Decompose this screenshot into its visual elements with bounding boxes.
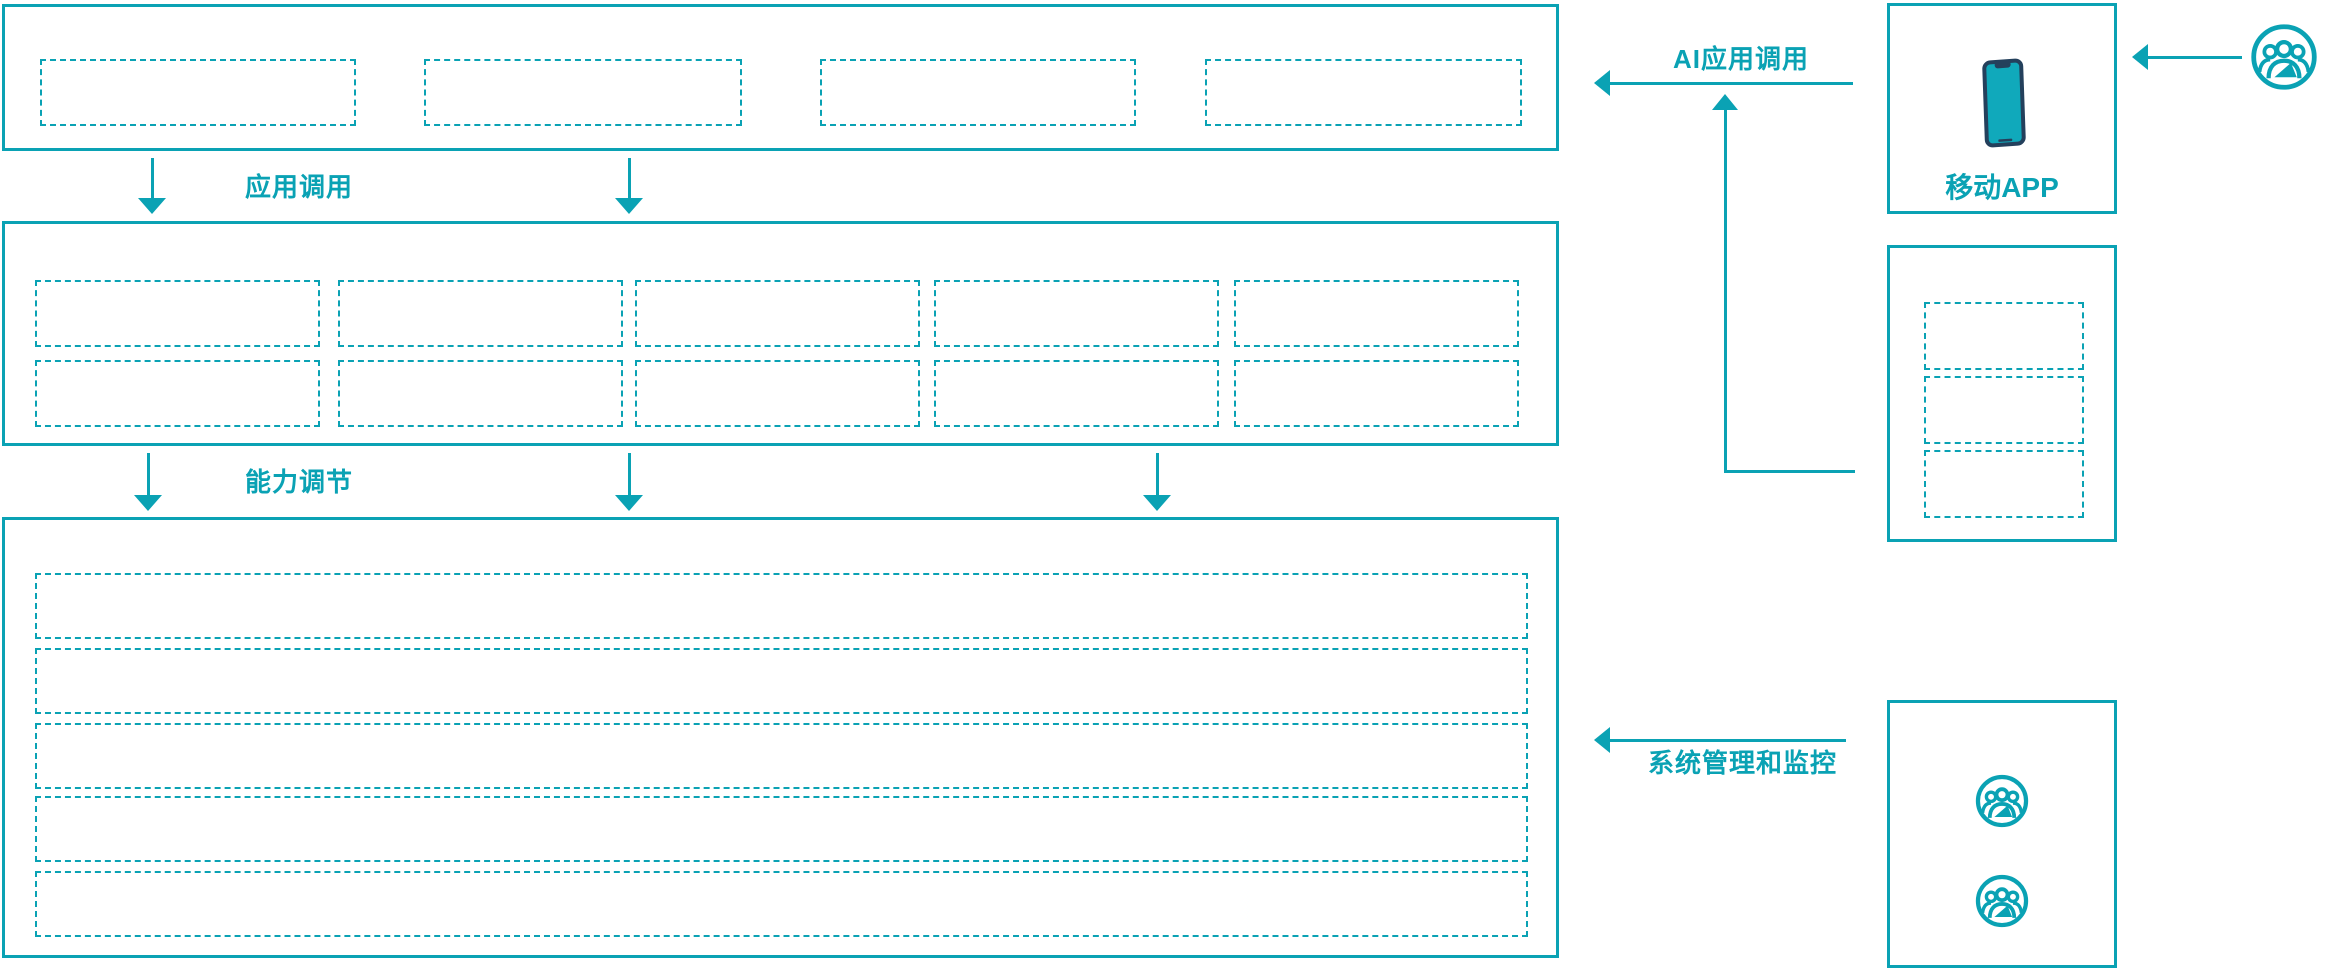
admin-box bbox=[1887, 700, 2117, 968]
placeholder-box bbox=[424, 59, 742, 126]
user-arrow-shaft bbox=[2148, 56, 2242, 59]
placeholder-box bbox=[934, 360, 1219, 427]
up-arrow-icon bbox=[1712, 94, 1738, 110]
placeholder-box bbox=[1205, 59, 1522, 126]
system-monitor-label: 系统管理和监控 bbox=[1648, 748, 1838, 778]
user-group-icon bbox=[2250, 23, 2318, 91]
placeholder-box bbox=[820, 59, 1136, 126]
down-arrow-shaft bbox=[151, 158, 154, 198]
placeholder-box bbox=[635, 360, 920, 427]
app-call-label: 应用调用 bbox=[245, 172, 354, 202]
user-group-icon bbox=[1975, 774, 2029, 828]
down-arrow-shaft bbox=[147, 453, 150, 495]
placeholder-box bbox=[1924, 302, 2084, 370]
right-panel-box bbox=[1887, 245, 2117, 542]
capability-label: 能力调节 bbox=[245, 467, 354, 497]
down-arrow-icon bbox=[138, 198, 166, 214]
ai-app-call-label: AI应用调用 bbox=[1673, 44, 1810, 74]
placeholder-box bbox=[1234, 360, 1519, 427]
down-arrow-shaft bbox=[628, 453, 631, 495]
placeholder-box bbox=[338, 360, 623, 427]
middle-layer-box bbox=[2, 221, 1559, 446]
placeholder-box bbox=[35, 280, 320, 347]
left-arrow-icon bbox=[1594, 727, 1610, 753]
placeholder-box bbox=[1234, 280, 1519, 347]
placeholder-box bbox=[1924, 450, 2084, 518]
placeholder-row bbox=[35, 573, 1528, 639]
placeholder-box bbox=[934, 280, 1219, 347]
placeholder-row bbox=[35, 648, 1528, 714]
connector-elbow-line bbox=[1724, 470, 1855, 473]
placeholder-row bbox=[35, 796, 1528, 862]
left-arrow-icon bbox=[1594, 70, 1610, 96]
placeholder-box bbox=[40, 59, 356, 126]
placeholder-box bbox=[1924, 376, 2084, 444]
down-arrow-icon bbox=[134, 495, 162, 511]
down-arrow-icon bbox=[615, 495, 643, 511]
left-arrow-icon bbox=[2132, 44, 2148, 70]
top-layer-box bbox=[2, 4, 1559, 151]
mobile-app-label: 移动APP bbox=[1945, 172, 2059, 203]
placeholder-row bbox=[35, 871, 1528, 937]
connector-vertical-line bbox=[1724, 110, 1727, 472]
down-arrow-shaft bbox=[628, 158, 631, 198]
placeholder-row bbox=[35, 723, 1528, 789]
mobile-app-box: 移动APP bbox=[1887, 3, 2117, 214]
down-arrow-icon bbox=[615, 198, 643, 214]
placeholder-box bbox=[35, 360, 320, 427]
bottom-layer-box bbox=[2, 517, 1559, 958]
placeholder-box bbox=[635, 280, 920, 347]
placeholder-box bbox=[338, 280, 623, 347]
down-arrow-shaft bbox=[1156, 453, 1159, 495]
mobile-phone-icon bbox=[1980, 56, 2027, 149]
ai-app-call-arrow-shaft bbox=[1610, 82, 1853, 85]
system-monitor-arrow-shaft bbox=[1610, 739, 1846, 742]
user-group-icon bbox=[1975, 874, 2029, 928]
down-arrow-icon bbox=[1143, 495, 1171, 511]
